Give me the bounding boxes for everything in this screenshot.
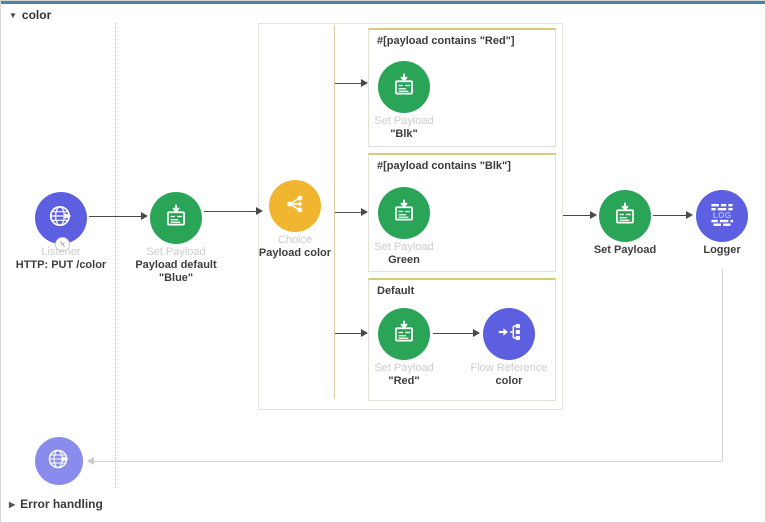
set-payload-name-label: "Red" [388,375,420,387]
branch-condition-label: Default [377,285,415,297]
set-payload-icon [390,318,418,351]
branch-red-set-payload-node[interactable] [378,61,430,113]
connector-choice-to-branch-blk [335,208,368,216]
error-response-node[interactable] [35,437,83,485]
choice-node[interactable] [269,180,321,232]
choice-type-label: Choice [277,234,313,246]
set-payload-name-label: "Blk" [390,128,418,140]
listener-type-label: Listener [41,246,81,258]
final-set-payload-node[interactable] [599,190,651,242]
canvas-dotted-guide [115,23,116,488]
set-payload-type-label: Set Payload [374,241,434,253]
logger-log-icon: LOG [704,196,740,237]
globe-icon [46,446,72,477]
set-payload-icon [390,197,418,230]
set-payload-name-label: Payload default "Blue" [135,259,217,284]
connector-to-error-response [87,457,722,465]
listener-node[interactable] [35,192,87,244]
set-payload-type-label: Set Payload [374,362,434,374]
expand-triangle-icon[interactable]: ▶ [9,499,16,509]
logger-name-label: Logger [703,244,741,256]
flow-reference-name-label: color [495,375,523,387]
set-payload-blue-node[interactable] [150,192,202,244]
error-handling-label: Error handling [20,497,103,511]
choice-name-label: Payload color [258,247,332,259]
connector-listener-to-setpayload [89,212,148,220]
set-payload-icon [162,202,190,235]
set-payload-type-label: Set Payload [374,115,434,127]
top-accent-bar [1,1,765,4]
choice-branch-icon [281,190,309,223]
collapse-triangle-icon[interactable]: ▼ [9,10,17,20]
listener-badge-icon: Ϟ [55,237,70,252]
error-handling-header: ▶ Error handling [9,497,103,511]
connector-setpayload-to-logger [653,211,693,219]
flow-reference-type-label: Flow Reference [470,362,548,374]
default-set-payload-node[interactable] [378,308,430,360]
set-payload-name-label: Green [388,254,420,266]
flow-reference-icon [495,318,523,351]
logger-node[interactable]: LOG [696,190,748,242]
flow-header: ▼ color [9,8,51,22]
branch-condition-label: #[payload contains "Blk"] [377,160,511,172]
branch-condition-label: #[payload contains "Red"] [377,35,515,47]
set-payload-icon [390,71,418,104]
set-payload-icon [611,200,639,233]
set-payload-type-label: Set Payload [146,246,206,258]
globe-icon [47,202,75,235]
branch-blk-set-payload-node[interactable] [378,187,430,239]
listener-name-label: HTTP: PUT /color [15,259,107,271]
connector-choice-to-setpayload-final [563,211,597,219]
final-set-payload-name-label: Set Payload [593,244,657,256]
flow-title: color [21,8,52,22]
connector-choice-to-branch-red [335,79,368,87]
connector-choice-to-branch-default [335,329,368,337]
connector-logger-down [722,269,723,461]
logger-icon-text: LOG [713,210,732,220]
choice-branch-rail [334,25,335,399]
flow-reference-node[interactable] [483,308,535,360]
connector-setpayload-to-choice [204,207,263,215]
connector-setpayload-to-flowref [433,329,480,337]
